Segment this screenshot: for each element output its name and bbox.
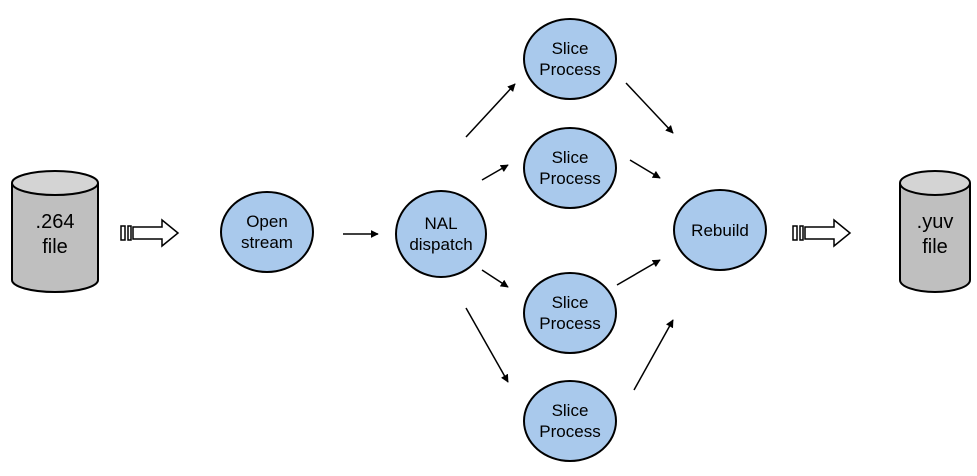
nal-to-slice4-arrow-icon	[465, 307, 509, 383]
slice-process-3-line2: Process	[539, 314, 601, 333]
rebuild-label: Rebuild	[691, 220, 749, 240]
slice-process-1-line2: Process	[539, 60, 601, 79]
slice-process-1-line1: Slice	[551, 39, 589, 58]
slice-process-node-3: Slice Process	[523, 272, 617, 354]
rebuild-node: Rebuild	[673, 189, 767, 271]
slice-process-3-line1: Slice	[551, 293, 589, 312]
open-stream-line1: Open	[246, 212, 288, 231]
slice2-to-rebuild-arrow-icon	[629, 159, 661, 179]
slice-process-node-2: Slice Process	[523, 127, 617, 209]
input-file-line2: file	[42, 236, 68, 258]
input-file-line1: .264	[35, 211, 75, 233]
nal-to-slice3-arrow-icon	[481, 269, 509, 288]
output-file-line1: .yuv	[916, 211, 954, 233]
nal-dispatch-line2: dispatch	[409, 235, 473, 254]
slice-process-4-line1: Slice	[551, 401, 589, 420]
slice3-to-rebuild-arrow-icon	[616, 259, 661, 286]
open-stream-node: Open stream	[220, 191, 314, 273]
output-file-line2: file	[922, 236, 948, 258]
slice1-to-rebuild-arrow-icon	[625, 82, 674, 134]
open-stream-line2: stream	[241, 233, 293, 252]
nal-dispatch-line1: NAL	[424, 214, 458, 233]
slice-process-node-1: Slice Process	[523, 18, 617, 100]
nal-to-slice2-arrow-icon	[481, 164, 509, 181]
slice-process-4-line2: Process	[539, 422, 601, 441]
output-file-cylinder	[899, 170, 971, 293]
nal-dispatch-node: NAL dispatch	[395, 190, 487, 278]
slice-process-2-line2: Process	[539, 169, 601, 188]
input-file-label: .264 file	[12, 200, 98, 270]
slice4-to-rebuild-arrow-icon	[633, 319, 674, 391]
nal-to-slice1-arrow-icon	[465, 83, 516, 138]
output-file-label: .yuv file	[900, 200, 970, 270]
slice-process-node-4: Slice Process	[523, 380, 617, 462]
output-hollow-arrow-icon	[792, 218, 852, 248]
slice-process-2-line1: Slice	[551, 148, 589, 167]
input-hollow-arrow-icon	[120, 218, 180, 248]
input-file-cylinder	[11, 170, 99, 293]
